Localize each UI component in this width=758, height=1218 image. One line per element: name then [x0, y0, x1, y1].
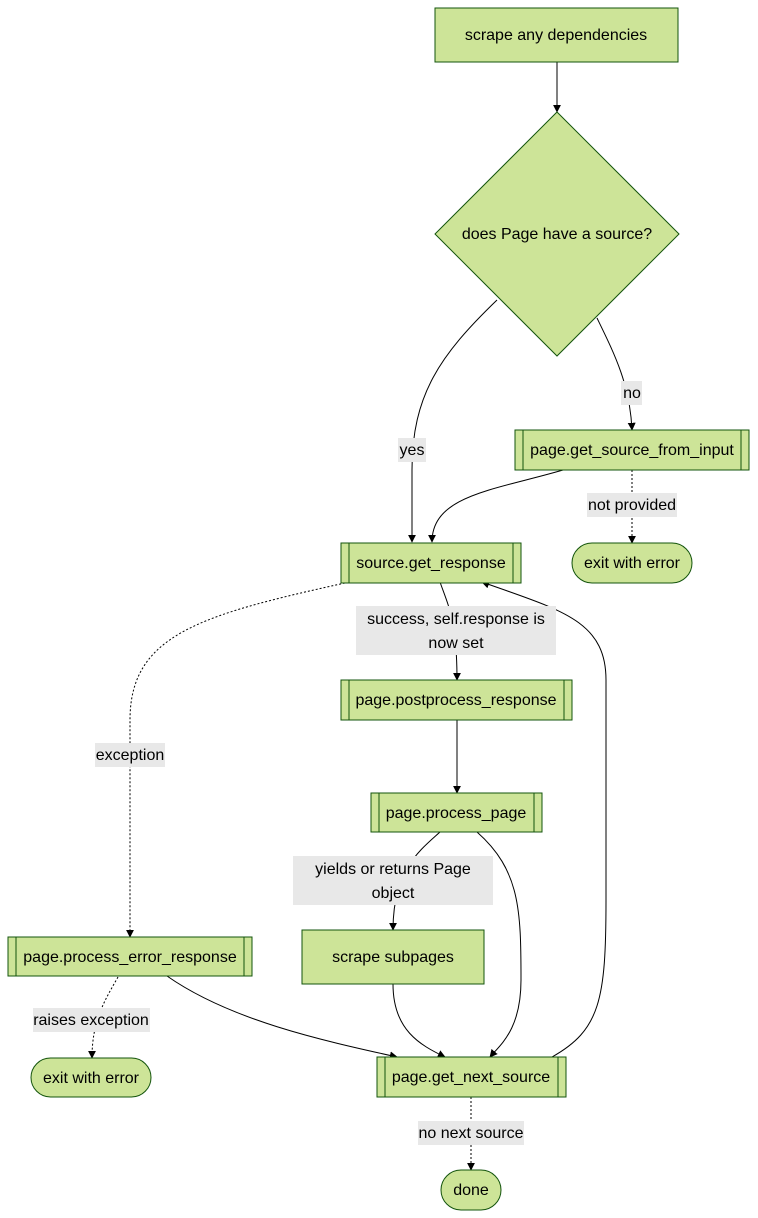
label-not-provided: not provided	[587, 493, 677, 517]
edge-decision-no	[596, 317, 636, 431]
node-get-source-from-input: page.get_source_from_input	[514, 429, 750, 471]
label-no: no	[621, 381, 642, 405]
label-yields: yields or returns Page object	[293, 856, 493, 905]
node-scrape-subpages: scrape subpages	[301, 929, 485, 985]
node-exit-error-top: exit with error	[571, 542, 693, 584]
svg-text:scrape any dependencies: scrape any dependencies	[465, 27, 647, 44]
edge-error-to-next	[166, 975, 398, 1060]
svg-text:no: no	[623, 385, 641, 402]
svg-text:page.process_error_response: page.process_error_response	[23, 949, 237, 966]
svg-text:no next source: no next source	[419, 1125, 524, 1142]
label-raises-exception: raises exception	[33, 1008, 150, 1032]
svg-text:page.get_next_source: page.get_next_source	[392, 1069, 550, 1086]
label-exception: exception	[95, 743, 165, 767]
node-get-next-source: page.get_next_source	[376, 1056, 567, 1098]
svg-text:scrape subpages: scrape subpages	[332, 949, 454, 966]
svg-text:does Page have a source?: does Page have a source?	[462, 226, 652, 243]
node-exit-error-bottom: exit with error	[30, 1057, 152, 1098]
node-process-error-response: page.process_error_response	[7, 936, 253, 977]
node-process-page: page.process_page	[370, 792, 543, 833]
svg-text:done: done	[453, 1182, 489, 1199]
edge-decision-yes	[408, 299, 498, 543]
nodes: scrape any dependencies does Page have a…	[7, 7, 750, 1211]
svg-text:page.get_source_from_input: page.get_source_from_input	[530, 442, 734, 459]
svg-text:exception: exception	[96, 747, 165, 764]
label-yes: yes	[398, 438, 426, 462]
edge-next-loop-back	[481, 580, 607, 1058]
svg-text:not provided: not provided	[588, 497, 676, 514]
edge-subpages-to-next	[392, 983, 446, 1058]
edges	[88, 62, 636, 1171]
svg-text:now set: now set	[428, 635, 484, 652]
label-no-next-source: no next source	[418, 1121, 524, 1145]
node-scrape-dependencies: scrape any dependencies	[434, 7, 679, 63]
svg-text:object: object	[372, 885, 415, 902]
node-get-response: source.get_response	[340, 542, 522, 584]
edge-process-to-next	[476, 831, 522, 1058]
svg-text:page.process_page: page.process_page	[386, 805, 527, 822]
svg-text:exit with error: exit with error	[584, 555, 681, 572]
svg-text:yields or returns Page: yields or returns Page	[315, 861, 471, 878]
svg-text:raises exception: raises exception	[33, 1012, 149, 1029]
edge-input-to-response	[428, 469, 564, 543]
edge-response-exception	[126, 582, 346, 938]
node-postprocess-response: page.postprocess_response	[340, 679, 573, 721]
edge-labels: yes no not provided success, self.respon…	[33, 381, 677, 1145]
label-success: success, self.response is now set	[356, 606, 556, 655]
node-done: done	[440, 1169, 502, 1211]
svg-text:exit with error: exit with error	[43, 1070, 140, 1087]
svg-text:yes: yes	[400, 442, 425, 459]
svg-text:source.get_response: source.get_response	[356, 555, 506, 572]
svg-text:success, self.response is: success, self.response is	[367, 611, 545, 628]
node-decision-has-source: does Page have a source?	[434, 111, 680, 357]
svg-text:page.postprocess_response: page.postprocess_response	[355, 692, 556, 709]
